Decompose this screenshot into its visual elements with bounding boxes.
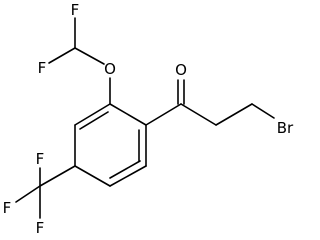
atom-o-carbonyl: O xyxy=(175,61,187,79)
atom-f-left: F xyxy=(38,59,47,77)
atom-br: Br xyxy=(277,119,294,137)
atom-f-cf3-top: F xyxy=(36,150,45,168)
bond-ring-c2-c3-inner xyxy=(79,111,109,130)
atom-f-top: F xyxy=(71,1,80,19)
bond-carbonyl-ch2 xyxy=(180,103,217,126)
bond-c4-cf3 xyxy=(39,165,76,187)
bond-cf3-f-left xyxy=(15,185,41,203)
bond-ring-c5-c6-inner xyxy=(109,160,141,179)
molecule-structure: F F O O Br F F F xyxy=(3,1,294,237)
bond-o-chf2 xyxy=(74,47,105,65)
bond-ch2-br xyxy=(251,103,275,119)
atom-o-ether: O xyxy=(104,60,116,78)
bond-ring-c2-c3 xyxy=(74,103,111,126)
atom-f-cf3-left: F xyxy=(3,199,12,217)
bond-ring-c5-c6 xyxy=(109,165,147,187)
bond-ring-c1-c2 xyxy=(109,103,147,126)
bond-chf2-f-left xyxy=(48,47,76,64)
bond-c1-carbonyl xyxy=(145,103,182,126)
bonds xyxy=(15,17,275,219)
bond-ch2-ch2 xyxy=(215,103,253,126)
bond-ring-c4-c5 xyxy=(74,165,111,187)
atom-f-cf3-bottom: F xyxy=(36,219,45,237)
atom-labels: F F O O Br F F F xyxy=(3,1,294,237)
